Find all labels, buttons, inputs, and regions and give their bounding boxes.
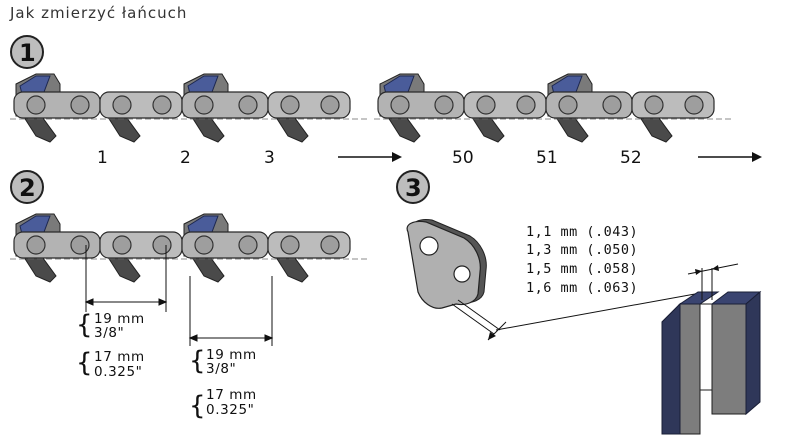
arrow-right-icon (698, 152, 762, 162)
chain-right-1 (374, 73, 732, 143)
drive-link (406, 219, 507, 341)
chain-left-1 (10, 73, 368, 143)
pitch-inch-b: 3/8" (206, 361, 236, 377)
brace: { (76, 310, 93, 340)
gauge-option: 1,5 mm (.058) (526, 261, 638, 277)
page-title: Jak zmierzyć łańcuch (9, 4, 187, 22)
pitch-measure-b (188, 276, 274, 346)
step-number-3: 3 (405, 174, 422, 202)
link-number: 52 (620, 148, 642, 168)
pitch-inch2-a: 0.325" (94, 364, 142, 380)
gauge-option: 1,1 mm (.043) (526, 224, 638, 240)
step-number-1: 1 (19, 39, 36, 67)
step-badge-1: 1 (10, 35, 44, 69)
brace: { (76, 348, 93, 378)
link-number: 3 (264, 148, 275, 168)
pitch-inch2-b: 0.325" (206, 402, 254, 418)
gauge-option: 1,3 mm (.050) (526, 242, 638, 258)
link-number: 1 (97, 148, 108, 168)
pitch-inch-a: 3/8" (94, 325, 124, 341)
step-number-2: 2 (19, 174, 36, 202)
arrow-right-icon (338, 152, 402, 162)
brace: { (189, 391, 206, 421)
pitch-mm-b: 19 mm (206, 347, 257, 363)
pitch-measure-a (84, 245, 168, 312)
link-number: 51 (536, 148, 558, 168)
leader-line (495, 291, 707, 331)
chain-section-2 (10, 213, 368, 283)
pitch-mm-a: 19 mm (94, 311, 145, 327)
step-badge-3: 3 (396, 170, 430, 204)
link-number: 50 (452, 148, 474, 168)
pitch-mm2-a: 17 mm (94, 349, 145, 365)
gauge-option: 1,6 mm (.063) (526, 280, 638, 296)
pitch-mm2-b: 17 mm (206, 387, 257, 403)
link-number: 2 (180, 148, 191, 168)
step-badge-2: 2 (10, 170, 44, 204)
brace: { (189, 346, 206, 376)
groove-block (661, 263, 762, 435)
